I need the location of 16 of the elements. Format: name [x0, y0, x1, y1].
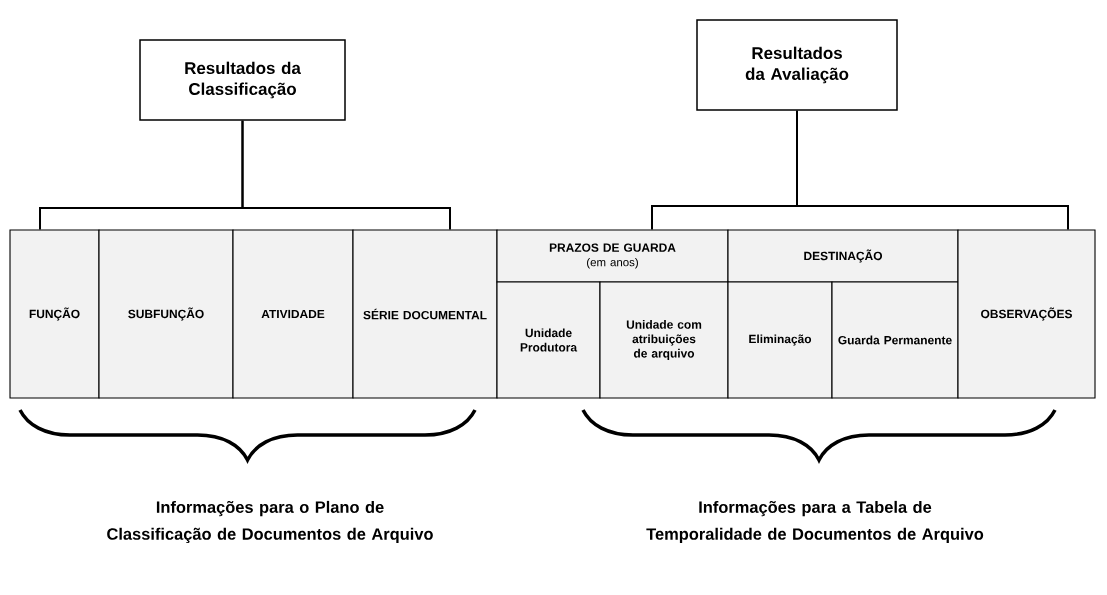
table-header-cell: FUNÇÃO [9, 229, 100, 399]
heading-box: Resultados da Classificação [139, 39, 346, 121]
table-header-cell: Guarda Permanente [831, 281, 959, 399]
heading-box: Resultados da Avaliação [696, 19, 898, 111]
bracket-connector [241, 119, 451, 231]
table-header-cell: Eliminação [727, 281, 833, 399]
caption-text: Informações para a Tabela de Temporalidade de Documentos de Arquivo [646, 500, 984, 544]
table-header-cell: PRAZOS DE GUARDA (em anos) [496, 229, 729, 283]
table-header-cell: Unidade Produtora [496, 281, 601, 399]
table-header-cell: SUBFUNÇÃO [98, 229, 234, 399]
bracket-connector [796, 109, 1069, 231]
table-header-cell: DESTINAÇÃO [727, 229, 959, 283]
table-header-cell: ATIVIDADE [232, 229, 354, 399]
table-header-cell: Unidade com atribuições de arquivo [599, 281, 729, 399]
table-header-cell: OBSERVAÇÕES [957, 229, 1096, 399]
caption-text: Informações para o Plano de Classificação de Documentos de Arquivo [107, 500, 433, 544]
